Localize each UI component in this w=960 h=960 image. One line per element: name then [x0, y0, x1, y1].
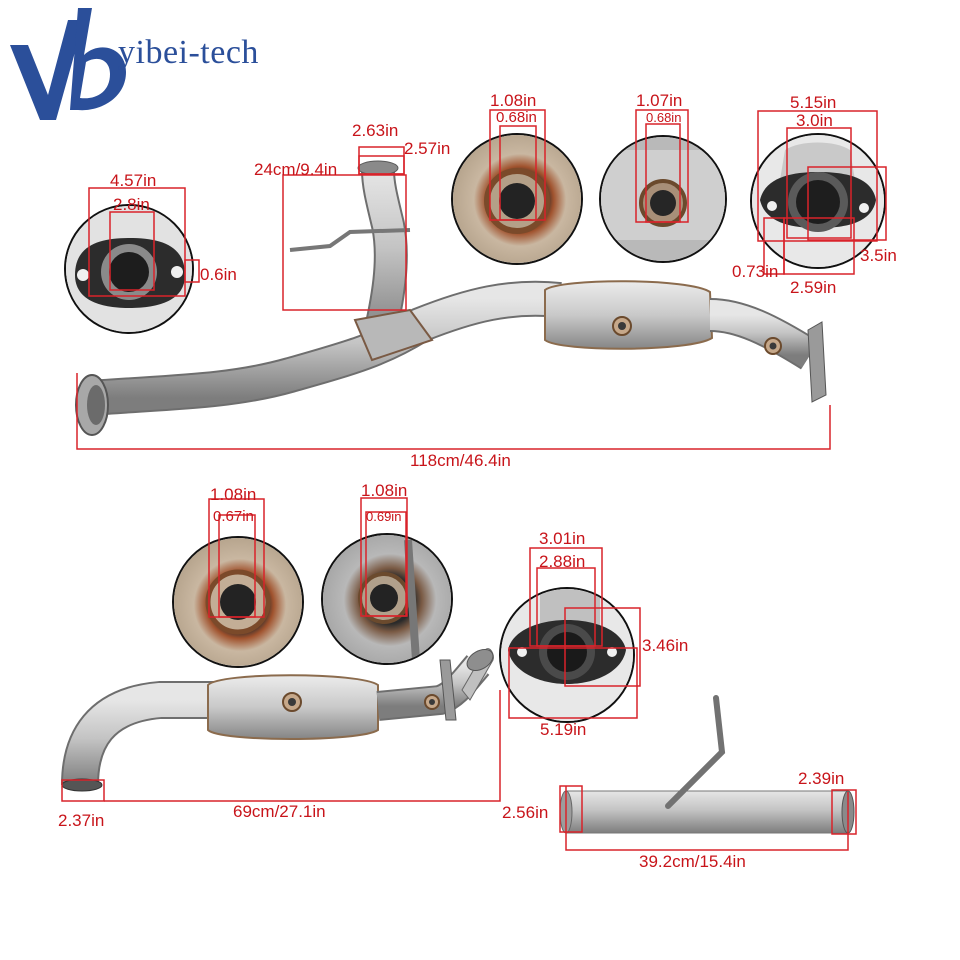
label-left-flange-width: 4.57in [110, 171, 157, 190]
extension-pipe [559, 695, 855, 834]
front-dimension-lines [76, 146, 831, 450]
label-rear-flange-height: 3.46in [642, 636, 689, 655]
label-rear-outlet: 2.37in [58, 811, 105, 830]
label-extension-right-dia: 2.39in [798, 769, 845, 788]
rear-dimension-lines [61, 690, 501, 802]
label-rear-bung1-outer: 1.08in [210, 485, 257, 504]
label-rear-bung2-outer: 1.08in [361, 481, 408, 500]
label-right-flange-pipe-inner: 2.59in [790, 278, 837, 297]
rear-pipe [61, 648, 494, 792]
label-right-flange-width: 5.15in [790, 93, 837, 112]
detail-o2-bung-front-2 [599, 109, 727, 263]
label-front-bung2-outer: 1.07in [636, 91, 683, 110]
label-rear-bung2-inner: 0.69in [366, 509, 402, 524]
extension-dimension-lines [559, 785, 857, 851]
label-front-bung2-inner: 0.68in [646, 110, 682, 125]
label-right-flange-height: 3.5in [860, 246, 897, 265]
detail-left-flange [64, 187, 200, 334]
label-front-bung1-inner: 0.68in [496, 109, 537, 126]
label-upstream-outer: 2.63in [352, 121, 399, 140]
label-upstream-inner: 2.57in [404, 139, 451, 158]
label-upstream-height: 24cm/9.4in [254, 160, 338, 179]
label-left-flange-pipe: 2.8in [113, 195, 150, 214]
detail-right-flange [750, 110, 887, 275]
label-extension-left-dia: 2.56in [502, 803, 549, 822]
label-rear-bung1-inner: 0.67in [213, 508, 254, 525]
logo-icon [10, 8, 126, 120]
brand-name: yibei-tech [118, 34, 259, 71]
detail-o2-bung-front-1 [451, 109, 583, 265]
label-front-bung1-outer: 1.08in [490, 91, 537, 110]
label-right-flange-thickness: 0.73in [732, 262, 779, 281]
label-rear-overall-length: 69cm/27.1in [233, 802, 326, 821]
label-front-overall-length: 118cm/46.4in [410, 451, 511, 470]
detail-o2-bung-rear-2 [321, 497, 453, 665]
detail-rear-flange [499, 547, 641, 723]
label-rear-flange-pipe-inner: 2.88in [539, 552, 586, 571]
detail-o2-bung-rear-1 [172, 498, 304, 668]
label-rear-flange-width: 5.19in [540, 720, 587, 739]
label-left-flange-thickness: 0.6in [200, 265, 237, 284]
label-rear-flange-pipe-outer: 3.01in [539, 529, 586, 548]
label-right-flange-pipe-outer: 3.0in [796, 111, 833, 130]
label-extension-length: 39.2cm/15.4in [639, 852, 746, 871]
